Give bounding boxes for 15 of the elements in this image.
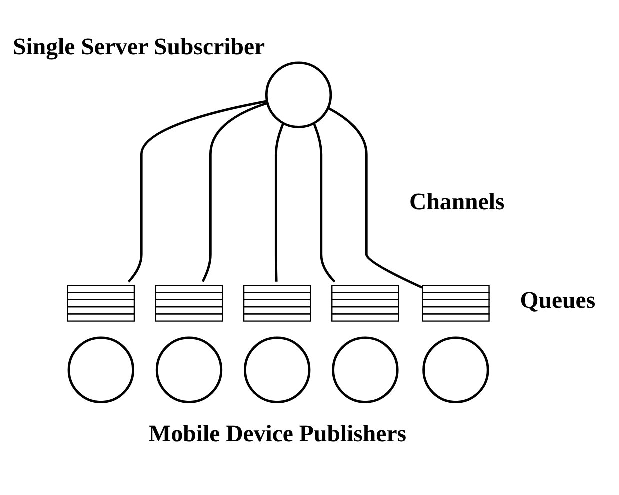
node-label: Single Server Subscriber <box>13 34 266 61</box>
connector <box>274 124 284 282</box>
node-circle <box>422 336 490 404</box>
connector <box>128 100 268 283</box>
node-circle <box>156 336 223 404</box>
node-circle <box>332 336 399 404</box>
connector <box>202 102 268 282</box>
node-circle <box>265 62 332 128</box>
connector <box>328 107 423 289</box>
label: Queues <box>520 288 596 314</box>
label: Mobile Device Publishers <box>148 422 407 448</box>
node-circle <box>68 336 134 404</box>
label: Channels <box>410 189 505 216</box>
node-circle <box>244 336 311 404</box>
connector <box>313 124 336 283</box>
